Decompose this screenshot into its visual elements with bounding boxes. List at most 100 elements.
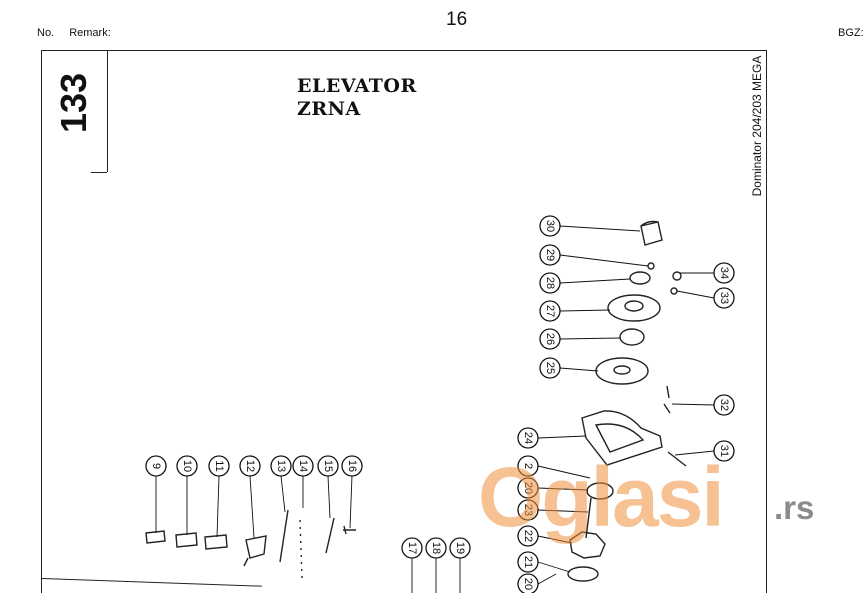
- callout-13: 13: [270, 455, 292, 477]
- callout-32: 32: [713, 394, 735, 416]
- part-bolt-top: [663, 385, 671, 414]
- part-bushing: [629, 271, 651, 285]
- part-nut-small: [672, 271, 682, 281]
- frame-top-border: [41, 50, 766, 51]
- callout-22: 22: [517, 525, 539, 547]
- part-ring-small: [647, 262, 655, 270]
- remark-label: Remark:: [69, 27, 111, 39]
- callout-label: 9: [150, 463, 162, 469]
- callout-30: 30: [539, 215, 561, 237]
- callout-label: 23: [522, 504, 534, 516]
- part-sprocket-hub: [586, 482, 614, 500]
- part-bolts-dotted: [299, 519, 303, 579]
- callout-label: 33: [718, 292, 730, 304]
- part-pin: [325, 517, 335, 554]
- callout-label: 31: [718, 445, 730, 457]
- part-shaft: [585, 497, 592, 539]
- part-rod: [279, 509, 289, 563]
- callout-label: 20: [522, 482, 534, 494]
- callout-label: 11: [213, 460, 225, 471]
- callout-9: 9: [145, 455, 167, 477]
- part-drawings: [145, 220, 687, 582]
- callout-12: 12: [239, 455, 261, 477]
- callout-label: 26: [544, 333, 556, 345]
- callout-31: 31: [713, 440, 735, 462]
- leader-16: [349, 475, 353, 529]
- callout-label: 12: [244, 460, 256, 472]
- leader-2: [537, 465, 591, 479]
- callout-label: 10: [181, 460, 193, 472]
- leader-24: [537, 435, 587, 439]
- callout-14: 14: [292, 455, 314, 477]
- callout-label: 18: [430, 542, 442, 554]
- part-flange-lower-hole: [613, 365, 631, 375]
- callout-label: 13: [275, 460, 287, 472]
- part-collar: [567, 566, 599, 582]
- callout-label: 29: [544, 249, 556, 261]
- part-flange-upper-hole: [624, 300, 644, 312]
- page-number: 16: [446, 9, 468, 30]
- callout-label: 27: [544, 305, 556, 317]
- leader-25: [559, 367, 599, 372]
- callout-20-lower: 20: [517, 573, 539, 593]
- callout-label: 19: [454, 542, 466, 554]
- leader-26: [559, 337, 621, 340]
- leader-15: [327, 475, 331, 519]
- callout-label: 15: [322, 460, 334, 472]
- callout-2: 2: [517, 455, 539, 477]
- section-tab-divider: [107, 50, 108, 172]
- callout-17: 17: [401, 537, 423, 559]
- leader-12: [249, 475, 255, 539]
- callout-23: 23: [517, 499, 539, 521]
- callout-label: 28: [544, 277, 556, 289]
- leader-31: [674, 450, 715, 456]
- callout-21: 21: [517, 551, 539, 573]
- callout-label: 21: [522, 556, 534, 568]
- part-flange-upper: [607, 294, 661, 322]
- callout-10: 10: [176, 455, 198, 477]
- section-tab-bottom: [91, 172, 107, 173]
- watermark-logo: Oglasi: [478, 450, 725, 544]
- frame-left-border: [41, 50, 42, 593]
- callout-33: 33: [713, 287, 735, 309]
- callout-27: 27: [539, 300, 561, 322]
- header-fields: No. Remark:: [37, 27, 123, 39]
- callout-label: 32: [718, 399, 730, 411]
- callout-label: 16: [346, 460, 358, 472]
- callout-label: 25: [544, 362, 556, 374]
- leader-30: [559, 225, 641, 232]
- leader-28: [559, 278, 631, 284]
- callout-25: 25: [539, 357, 561, 379]
- part-flange-lower: [595, 357, 649, 385]
- callout-15: 15: [317, 455, 339, 477]
- part-chain-link-2: [175, 532, 198, 548]
- callout-24: 24: [517, 427, 539, 449]
- leader-20b: [537, 573, 557, 585]
- callout-label: 22: [522, 530, 534, 542]
- leader-lines: [155, 225, 715, 593]
- part-screw: [343, 525, 356, 535]
- part-sprocket: [569, 531, 606, 559]
- part-chain-link-1: [145, 530, 166, 544]
- leader-13: [280, 475, 286, 513]
- part-cap: [640, 220, 663, 246]
- callout-label: 30: [544, 220, 556, 232]
- callout-26: 26: [539, 328, 561, 350]
- frame-right-border: [766, 50, 767, 593]
- title-line-2: ZRNA: [297, 98, 361, 120]
- part-chain-link-3: [204, 534, 228, 550]
- callout-label: 17: [406, 542, 418, 554]
- watermark-suffix: .rs: [774, 489, 815, 526]
- callout-28: 28: [539, 272, 561, 294]
- callout-16: 16: [341, 455, 363, 477]
- leader-29: [559, 254, 649, 267]
- leader-32: [671, 403, 715, 406]
- leader-27: [559, 309, 611, 312]
- leader-33: [676, 290, 715, 299]
- callout-label: 34: [718, 267, 730, 279]
- bgz-label: BGZ:: [838, 27, 864, 39]
- callout-20-upper: 20: [517, 477, 539, 499]
- page-title: ELEVATOR ZRNA: [297, 75, 417, 121]
- part-scraper: [243, 535, 267, 567]
